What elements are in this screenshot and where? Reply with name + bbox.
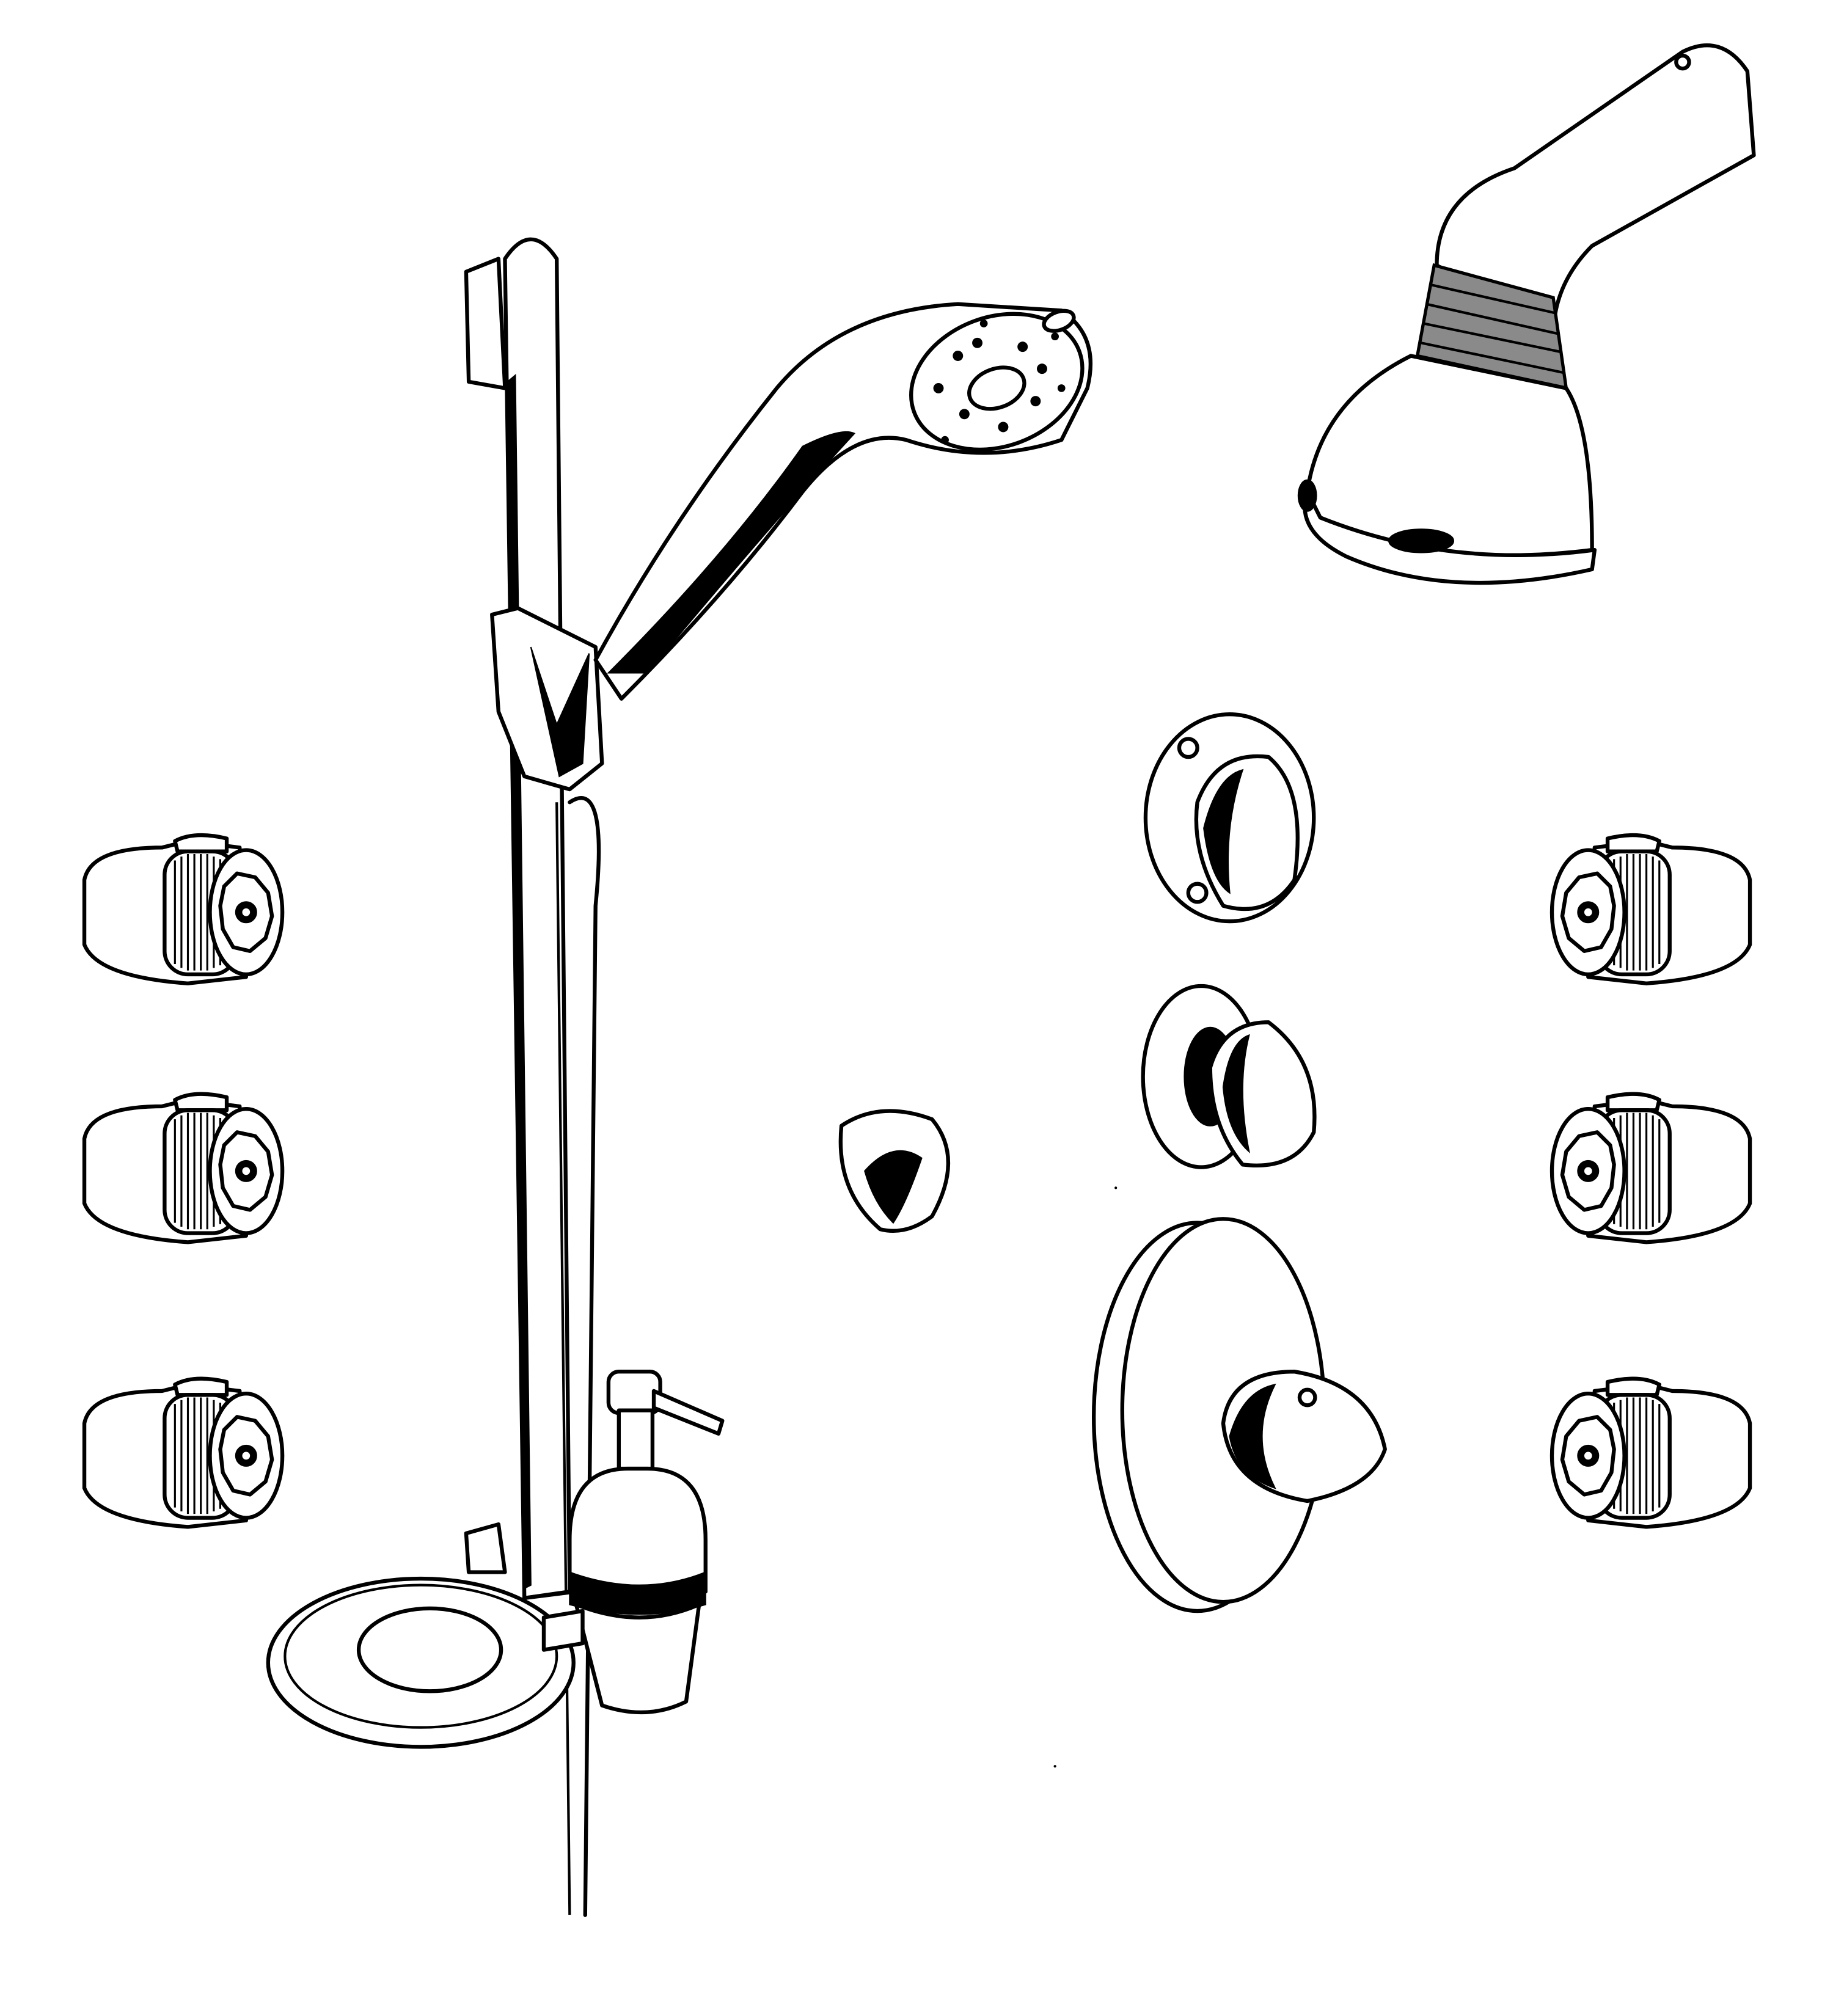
diverter-knob — [1143, 712, 1316, 924]
hose — [568, 796, 601, 1917]
rail-slider — [490, 606, 604, 792]
rail-top-bracket — [464, 257, 507, 390]
volume-control — [1141, 984, 1317, 1169]
slide-rail — [464, 237, 601, 1917]
tub-spout-knob — [838, 1109, 951, 1233]
head-dome — [1305, 354, 1594, 558]
thermostatic-valve-trim — [1092, 1217, 1387, 1613]
body-jet-right-2 — [1552, 1094, 1750, 1243]
body-jet-right-3 — [1552, 1379, 1750, 1527]
speck — [1053, 1765, 1056, 1768]
rail-bottom-bracket — [464, 1522, 507, 1574]
body-jet-left-1 — [84, 835, 282, 984]
speck — [1114, 1186, 1118, 1189]
soap-dish — [266, 1576, 585, 1749]
body-jet-right-1 — [1552, 835, 1750, 984]
shower-arm — [1435, 43, 1756, 338]
body-jet-left-3 — [84, 1379, 282, 1527]
soap-dispenser — [541, 1370, 725, 1715]
body-jet-left-2 — [84, 1094, 282, 1243]
hand-shower — [593, 302, 1093, 701]
fixed-shower-head — [1297, 43, 1756, 585]
